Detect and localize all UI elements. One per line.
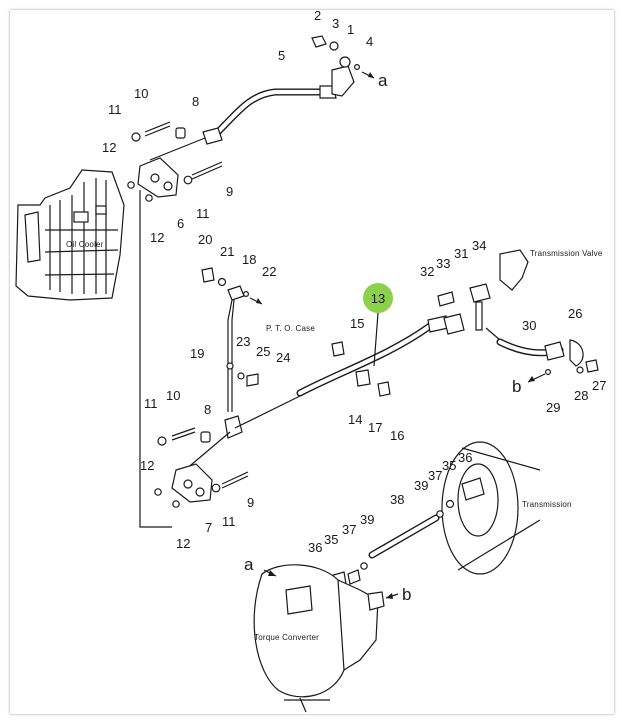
callout-12a: 12 — [102, 140, 116, 155]
callout-16: 16 — [390, 428, 404, 443]
callout-2: 2 — [314, 8, 321, 23]
callout-27: 27 — [592, 378, 606, 393]
callout-8b: 8 — [204, 402, 211, 417]
callout-24: 24 — [276, 350, 290, 365]
caption-torque-converter: Torque Converter — [254, 633, 319, 642]
callout-32: 32 — [420, 264, 434, 279]
callout-21: 21 — [220, 244, 234, 259]
callout-15: 15 — [350, 316, 364, 331]
callout-3: 3 — [332, 16, 339, 31]
callout-12b: 12 — [150, 230, 164, 245]
callout-38: 38 — [390, 492, 404, 507]
transmission-flange — [441, 441, 541, 575]
callout-11b: 11 — [196, 206, 210, 221]
callout-37b: 37 — [428, 468, 442, 483]
callout-10b: 10 — [166, 388, 180, 403]
caption-oil-cooler: Oil Cooler — [66, 240, 104, 249]
callout-12c: 12 — [140, 458, 154, 473]
callout-25: 25 — [256, 344, 270, 359]
transmission-valve-group — [437, 249, 599, 383]
ref-letter-b-right: b — [512, 377, 521, 396]
callout-36b: 36 — [458, 450, 472, 465]
callout-12d: 12 — [176, 536, 190, 551]
callout-14: 14 — [348, 412, 362, 427]
callout-35b: 35 — [442, 458, 456, 473]
callout-31: 31 — [454, 246, 468, 261]
caption-pto-case: P. T. O. Case — [266, 324, 315, 333]
highlight-marker[interactable] — [363, 283, 393, 313]
callout-4: 4 — [366, 34, 373, 49]
callout-22: 22 — [262, 264, 276, 279]
callout-10a: 10 — [134, 86, 148, 101]
callout-28: 28 — [574, 388, 588, 403]
callout-numbers: 1 2 3 4 5 6 7 8 8 9 9 10 10 11 11 11 11 … — [102, 8, 606, 555]
callout-23: 23 — [236, 334, 250, 349]
callout-5: 5 — [278, 48, 285, 63]
callout-39b: 39 — [414, 478, 428, 493]
upper-hose — [211, 35, 375, 139]
lower-bracket-assembly — [154, 427, 249, 508]
callout-33: 33 — [436, 256, 450, 271]
callout-8a: 8 — [192, 94, 199, 109]
callout-35a: 35 — [324, 532, 338, 547]
callout-7: 7 — [205, 520, 212, 535]
main-hose — [234, 315, 449, 429]
highlight-leader — [373, 312, 379, 367]
callout-36a: 36 — [308, 540, 322, 555]
torque-converter-unit — [253, 564, 399, 713]
callout-9b: 9 — [247, 495, 254, 510]
pto-group — [201, 267, 263, 439]
callout-18: 18 — [242, 252, 256, 267]
caption-transmission-valve: Transmission Valve — [530, 249, 603, 258]
callout-20: 20 — [198, 232, 212, 247]
callout-17: 17 — [368, 420, 382, 435]
caption-transmission: Transmission — [522, 500, 572, 509]
callout-11d: 11 — [222, 514, 236, 529]
reference-letters: a a b b — [244, 71, 521, 604]
oil-cooler-unit — [15, 169, 125, 301]
callout-30: 30 — [522, 318, 536, 333]
callout-29: 29 — [546, 400, 560, 415]
highlight-label: 13 — [371, 291, 385, 306]
upper-bracket-assembly — [127, 121, 223, 202]
leader-frame-left — [139, 190, 172, 528]
ref-letter-b-bottom: b — [402, 585, 411, 604]
callout-1: 1 — [347, 22, 354, 37]
callout-37a: 37 — [342, 522, 356, 537]
ref-letter-a-bottom: a — [244, 555, 254, 574]
callout-34: 34 — [472, 238, 486, 253]
callout-6: 6 — [177, 216, 184, 231]
callout-39a: 39 — [360, 512, 374, 527]
callout-26: 26 — [568, 306, 582, 321]
callout-11c: 11 — [144, 396, 158, 411]
callout-11a: 11 — [108, 102, 122, 117]
ref-letter-a-top: a — [378, 71, 388, 90]
callout-9a: 9 — [226, 184, 233, 199]
callout-19: 19 — [190, 346, 204, 361]
